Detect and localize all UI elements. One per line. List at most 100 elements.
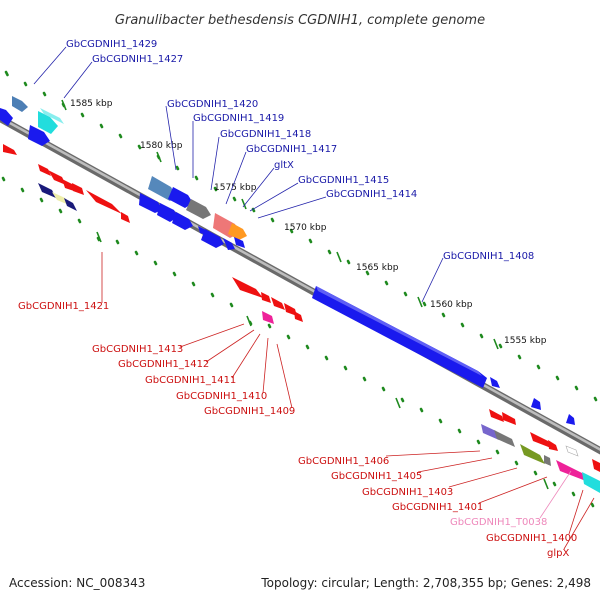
cds-arrow[interactable] <box>284 303 297 316</box>
cds-arrow[interactable] <box>48 170 66 185</box>
leader-line <box>179 323 245 348</box>
leader-line <box>421 257 444 303</box>
gene-label[interactable]: GbCGDNIH1_1412 <box>118 359 209 370</box>
cds-arrow[interactable] <box>502 412 516 425</box>
gene-label[interactable]: GbCGDNIH1_T0038 <box>450 517 547 528</box>
gene-label[interactable]: GbCGDNIH1_1421 <box>18 301 109 312</box>
cds-arrow[interactable] <box>234 237 245 248</box>
gene-label[interactable]: GbCGDNIH1_1413 <box>92 344 183 355</box>
cds-arrow[interactable] <box>530 432 551 448</box>
cds-1408-highlight <box>316 286 482 376</box>
gene-label[interactable]: GbCGDNIH1_1427 <box>92 54 183 65</box>
leader-line <box>478 476 548 504</box>
cds-arrow[interactable] <box>223 238 235 250</box>
cds-arrow[interactable] <box>157 203 178 222</box>
gene-label[interactable]: GbCGDNIH1_1420 <box>167 99 258 110</box>
leader-line <box>231 333 261 379</box>
leader-line <box>539 470 572 519</box>
gene-label[interactable]: GbCGDNIH1_1408 <box>443 251 534 262</box>
lower-scale-major-ticks <box>96 231 549 490</box>
cds-arrow[interactable] <box>121 212 130 223</box>
cds-arrow[interactable] <box>548 440 558 451</box>
gene-block[interactable] <box>186 199 211 219</box>
leader-line <box>568 489 584 535</box>
gene-block[interactable] <box>12 96 28 112</box>
tick-label: 1585 kbp <box>70 99 113 109</box>
cds-arrow[interactable] <box>261 292 271 303</box>
gene-label[interactable]: GbCGDNIH1_1418 <box>220 129 311 140</box>
gene-block[interactable] <box>544 455 551 466</box>
gene-block[interactable] <box>582 472 600 493</box>
gene-label[interactable]: GbCGDNIH1_1400 <box>486 533 577 544</box>
genome-backbone-highlight <box>0 116 600 451</box>
cds-arrow[interactable] <box>0 108 13 126</box>
gene-label[interactable]: GbCGDNIH1_1405 <box>331 471 422 482</box>
gene-label[interactable]: GbCGDNIH1_1410 <box>176 391 267 402</box>
gene-label[interactable]: GbCGDNIH1_1415 <box>298 175 389 186</box>
gene-block[interactable] <box>38 111 58 134</box>
tick-label: 1575 kbp <box>214 183 257 193</box>
leader-line <box>63 61 93 99</box>
gene-label[interactable]: glpX <box>547 548 569 559</box>
cds-arrow[interactable] <box>490 377 500 388</box>
gene-block[interactable] <box>38 183 56 198</box>
cds-arrow[interactable] <box>139 193 162 213</box>
map-title: Granulibacter bethesdensis CGDNIH1, comp… <box>115 13 485 28</box>
gene-label[interactable]: GbCGDNIH1_1429 <box>66 39 157 50</box>
gene-label[interactable]: GbCGDNIH1_1403 <box>362 487 453 498</box>
gene-block[interactable] <box>148 176 176 201</box>
cds-arrow[interactable] <box>294 311 303 322</box>
genome-summary-text: Topology: circular; Length: 2,708,355 bp… <box>260 576 591 590</box>
gene-block[interactable] <box>481 424 499 440</box>
gene-block[interactable] <box>520 444 545 464</box>
leader-line <box>448 467 518 488</box>
gene-block[interactable] <box>494 430 515 447</box>
gene-label[interactable]: GbCGDNIH1_1406 <box>298 456 389 467</box>
gene-block[interactable] <box>556 460 586 481</box>
gene-block[interactable] <box>52 192 69 205</box>
gene-label[interactable]: GbCGDNIH1_1411 <box>145 375 236 386</box>
trna-feature[interactable] <box>565 445 579 457</box>
cds-arrow[interactable] <box>531 398 541 410</box>
forward-strand-features <box>0 96 575 425</box>
leader-line <box>225 151 247 205</box>
cds-arrow[interactable] <box>271 297 285 310</box>
cds-arrow[interactable] <box>168 187 193 208</box>
leader-line <box>257 196 327 219</box>
gene-label[interactable]: GbCGDNIH1_1414 <box>326 189 417 200</box>
leader-line <box>563 497 595 550</box>
leader-line <box>417 457 493 473</box>
gene-label[interactable]: GbCGDNIH1_1401 <box>392 502 483 513</box>
upper-gene-labels: GbCGDNIH1_1429 GbCGDNIH1_1427 GbCGDNIH1_… <box>33 39 534 303</box>
cds-arrow[interactable] <box>592 459 600 472</box>
gene-label[interactable]: GbCGDNIH1_1417 <box>246 144 337 155</box>
leader-line <box>205 329 255 363</box>
tick-label: 1560 kbp <box>430 300 473 310</box>
gene-block[interactable] <box>228 223 247 240</box>
accession-text: Accession: NC_008343 <box>9 576 145 590</box>
cds-arrow[interactable] <box>172 212 193 230</box>
cds-arrow[interactable] <box>201 229 224 248</box>
cds-arrow[interactable] <box>489 409 504 422</box>
lower-scale-track <box>1 176 595 508</box>
cds-arrow[interactable] <box>3 144 17 155</box>
cds-1408[interactable] <box>312 286 487 388</box>
cds-arrow[interactable] <box>28 125 50 146</box>
cds-arrow[interactable] <box>232 277 263 298</box>
upper-scale-major-ticks <box>61 99 499 350</box>
cds-arrow[interactable] <box>566 414 575 425</box>
leader-line <box>165 105 177 171</box>
tick-label: 1555 kbp <box>504 336 547 346</box>
leader-line <box>262 337 269 394</box>
cds-arrow[interactable] <box>86 190 122 214</box>
leader-line <box>276 343 293 409</box>
gene-block[interactable] <box>64 198 77 211</box>
cds-arrow[interactable] <box>38 164 51 176</box>
cds-arrow[interactable] <box>72 183 84 195</box>
gene-label[interactable]: GbCGDNIH1_1409 <box>204 406 295 417</box>
gene-block[interactable] <box>262 311 274 324</box>
gene-label[interactable]: GbCGDNIH1_1419 <box>193 113 284 124</box>
reverse-strand-features <box>38 164 600 493</box>
gene-label[interactable]: gltX <box>274 160 294 171</box>
